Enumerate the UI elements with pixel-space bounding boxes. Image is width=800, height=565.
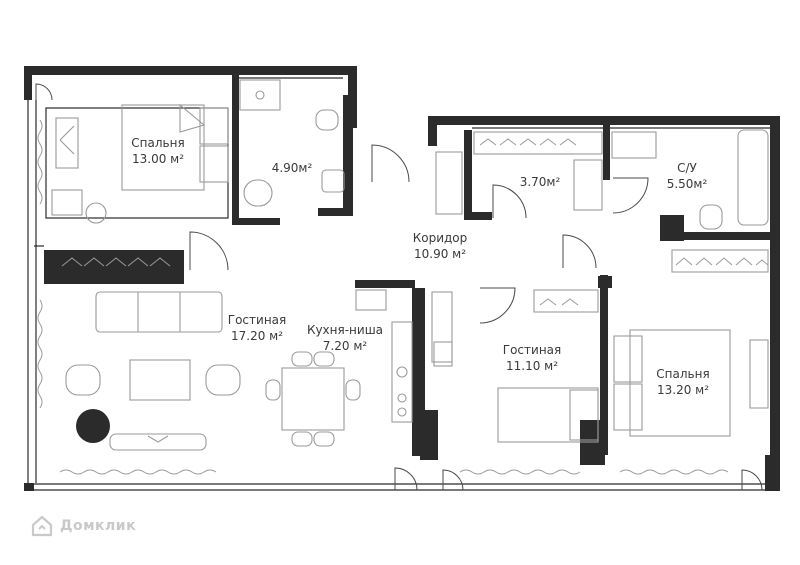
room-label-closet: 3.70м² [510,174,570,190]
doors [35,83,763,491]
curtains [37,119,729,475]
room-area: 3.70м² [519,175,561,189]
watermark-text: Домклик [60,518,137,534]
room-area: 10.90 м² [413,247,467,261]
room-area: 17.20 м² [230,329,284,343]
sofa-1 [95,291,223,333]
room-name: Спальня [131,136,185,150]
walls [24,66,780,491]
room-area: 11.10 м² [505,359,559,373]
room-label-living-1: Гостиная 17.20 м² [212,312,302,344]
room-label-bathroom-1: 4.90м² [262,160,322,176]
room-name: Гостиная [502,343,562,357]
room-name: Гостиная [227,313,287,327]
room-label-kitchen: Кухня-ниша 7.20 м² [300,322,390,354]
furniture [51,79,769,451]
room-area: 7.20 м² [322,339,368,353]
room-area: 13.00 м² [131,152,185,166]
room-name: Коридор [412,231,468,245]
room-label-corridor: Коридор 10.90 м² [395,230,485,262]
wardrobe-hangers [61,138,769,306]
room-area: 5.50м² [666,177,708,191]
plant-icon [76,409,110,443]
room-name: Спальня [656,367,710,381]
room-label-bedroom-2: Спальня 13.20 м² [643,366,723,398]
bed-2 [629,329,731,437]
room-label-bathroom-2: С/У 5.50м² [652,160,722,192]
room-name: С/У [677,161,697,175]
room-name: Кухня-ниша [306,323,384,337]
house-logo-icon [31,515,53,537]
room-label-bedroom-1: Спальня 13.00 м² [118,135,198,167]
bed-1 [121,104,205,191]
room-area: 13.20 м² [656,383,710,397]
room-area: 4.90м² [271,161,313,175]
room-label-living-2: Гостиная 11.10 м² [487,342,577,374]
watermark: Домклик [30,514,136,538]
